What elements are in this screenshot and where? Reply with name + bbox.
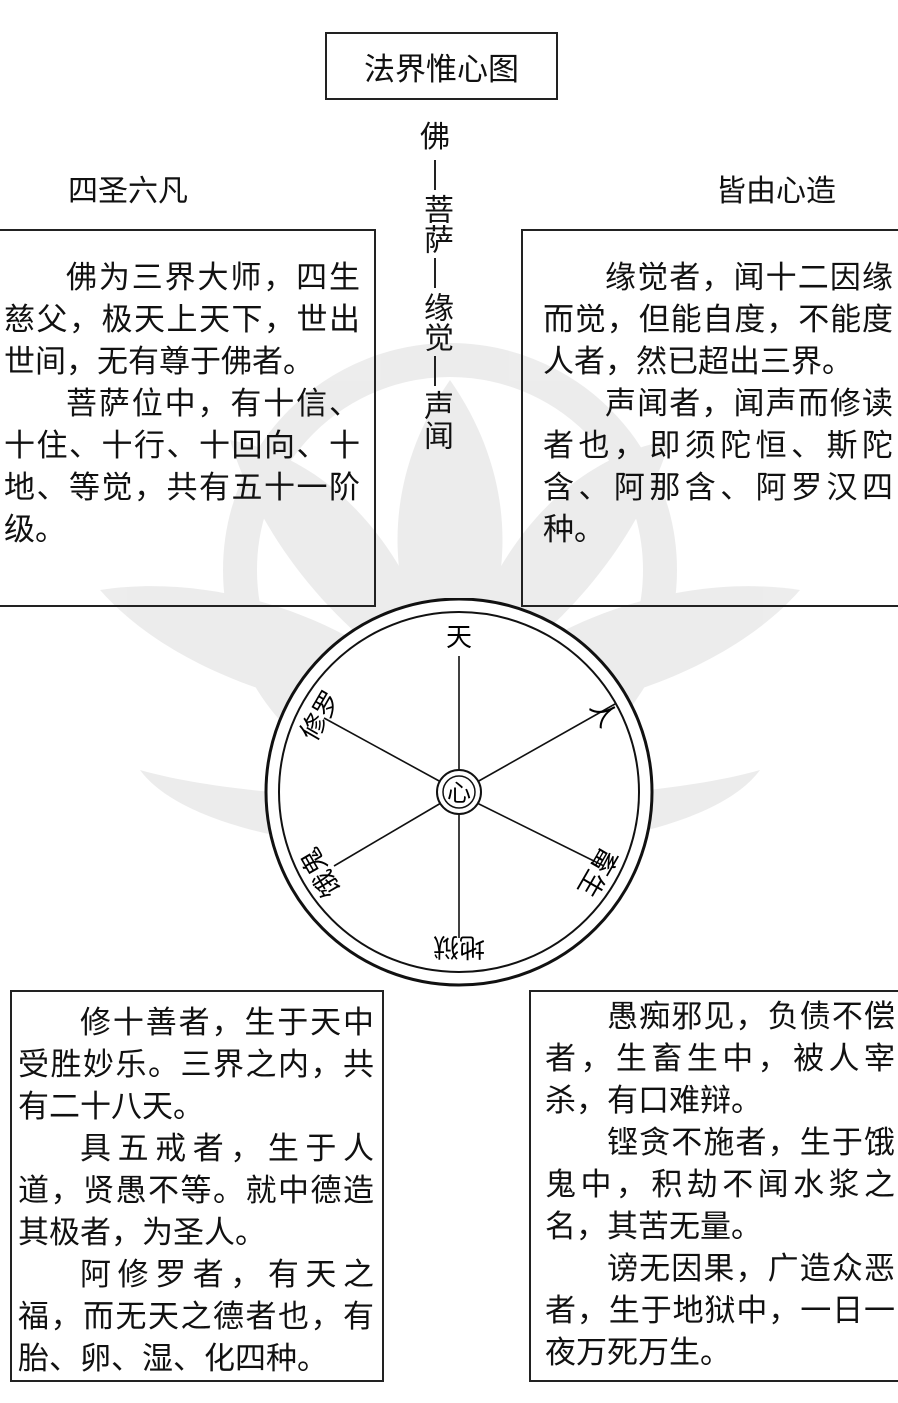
hierarchy-column: 佛 菩萨 缘觉 声闻 [412,120,458,450]
animal-paragraph: 愚痴邪见，负债不偿者，生畜生中，被人宰杀，有口难辩。 [545,999,895,1119]
dharma-wheel: 心 天 人 畜生 地狱 饿鬼 修罗 [264,598,654,987]
center-heart: 心 [447,779,471,807]
pratyekabuddha-paragraph: 缘觉者，闻十二因缘而觉，但能自度，不能度人者，然已超出三界。 [543,260,893,380]
hell-paragraph: 谤无因果，广造众恶者，生于地狱中，一日一夜万死万生。 [545,1251,895,1371]
hierarchy-connector [434,356,436,386]
left-heading: 四圣六凡 [68,174,188,209]
diagram-title: 法界惟心图 [325,32,558,100]
hierarchy-connector [434,160,436,190]
hierarchy-bodhisattva: 菩萨 [418,194,453,254]
human-paragraph: 具五戒者，生于人道，贤愚不等。就中德造其极者，为圣人。 [18,1131,374,1251]
hierarchy-sravaka: 声闻 [418,390,453,450]
buddha-paragraph: 佛为三界大师，四生慈父，极天上天下，世出世间，无有尊于佛者。 [4,260,360,380]
hungry-ghost-paragraph: 铿贪不施者，生于饿鬼中，积劫不闻水浆之名，其苦无量。 [545,1125,895,1245]
hierarchy-buddha: 佛 [420,120,450,155]
right-heading: 皆由心造 [716,174,836,209]
wheel-spokes [323,656,616,938]
wheel-inner-ring [278,611,640,973]
hierarchy-connector [434,258,436,288]
sravaka-paragraph: 声闻者，闻声而修读者也，即须陀恒、斯陀含、阿那含、阿罗汉四种。 [543,386,893,548]
realm-hell: 地狱 [433,931,485,961]
top-right-box: 缘觉者，闻十二因缘而觉，但能自度，不能度人者，然已超出三界。 声闻者，闻声而修读… [521,229,898,607]
bottom-right-box: 愚痴邪见，负债不偿者，生畜生中，被人宰杀，有口难辩。 铿贪不施者，生于饿鬼中，积… [529,990,898,1382]
asura-paragraph: 阿修罗者，有天之福，而无天之德者也，有胎、卵、湿、化四种。 [18,1257,374,1377]
bodhisattva-paragraph: 菩萨位中，有十信、十住、十行、十回向、十地、等觉，共有五十一阶级。 [4,386,360,548]
hierarchy-pratyekabuddha: 缘觉 [418,292,453,352]
bottom-left-box: 修十善者，生于天中受胜妙乐。三界之内，共有二十八天。 具五戒者，生于人道，贤愚不… [10,990,384,1382]
top-left-box: 佛为三界大师，四生慈父，极天上天下，世出世间，无有尊于佛者。 菩萨位中，有十信、… [0,229,376,607]
realm-heaven: 天 [446,623,472,653]
heaven-paragraph: 修十善者，生于天中受胜妙乐。三界之内，共有二十八天。 [18,1005,374,1125]
center-inner-ring [442,775,476,809]
